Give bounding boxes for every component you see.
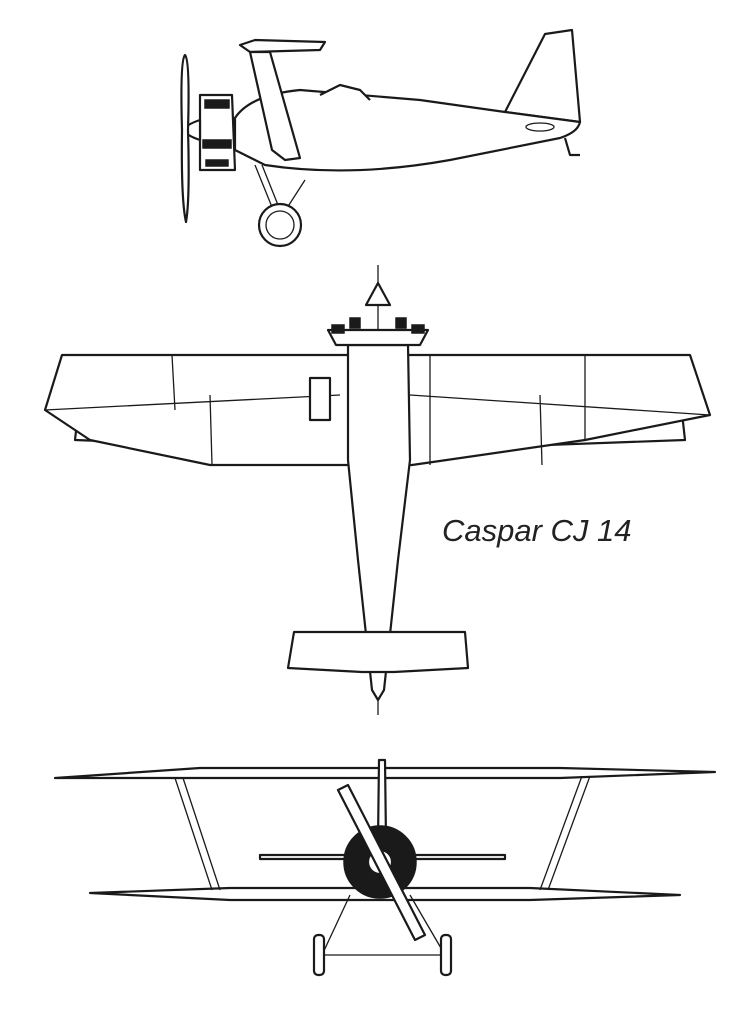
cabane-strut (248, 50, 302, 162)
wing-panel-lines (44, 354, 711, 466)
right-wheel (439, 933, 453, 977)
roundel (525, 122, 555, 132)
side-view (180, 28, 582, 248)
strut-top (308, 376, 332, 422)
tailplane-top (286, 630, 470, 674)
aircraft-title: Caspar CJ 14 (442, 513, 632, 548)
engine-top (326, 328, 430, 347)
upper-wing-side (238, 38, 327, 54)
cylinders (202, 99, 232, 167)
propeller-side (180, 53, 190, 224)
landing-gear-front (321, 894, 446, 956)
wheel-hub (265, 210, 295, 240)
engine (198, 93, 237, 172)
fuselage-top (346, 343, 412, 702)
wheel (257, 202, 303, 248)
interplane-struts (174, 775, 591, 891)
cylinders-top (331, 317, 425, 334)
left-wheel (312, 933, 326, 977)
top-view (43, 265, 712, 715)
cockpit (319, 83, 371, 101)
propeller-front (336, 783, 427, 942)
tail-skid (563, 137, 580, 157)
spinner-top (364, 281, 392, 307)
front-view (53, 758, 717, 977)
fin (503, 28, 582, 124)
